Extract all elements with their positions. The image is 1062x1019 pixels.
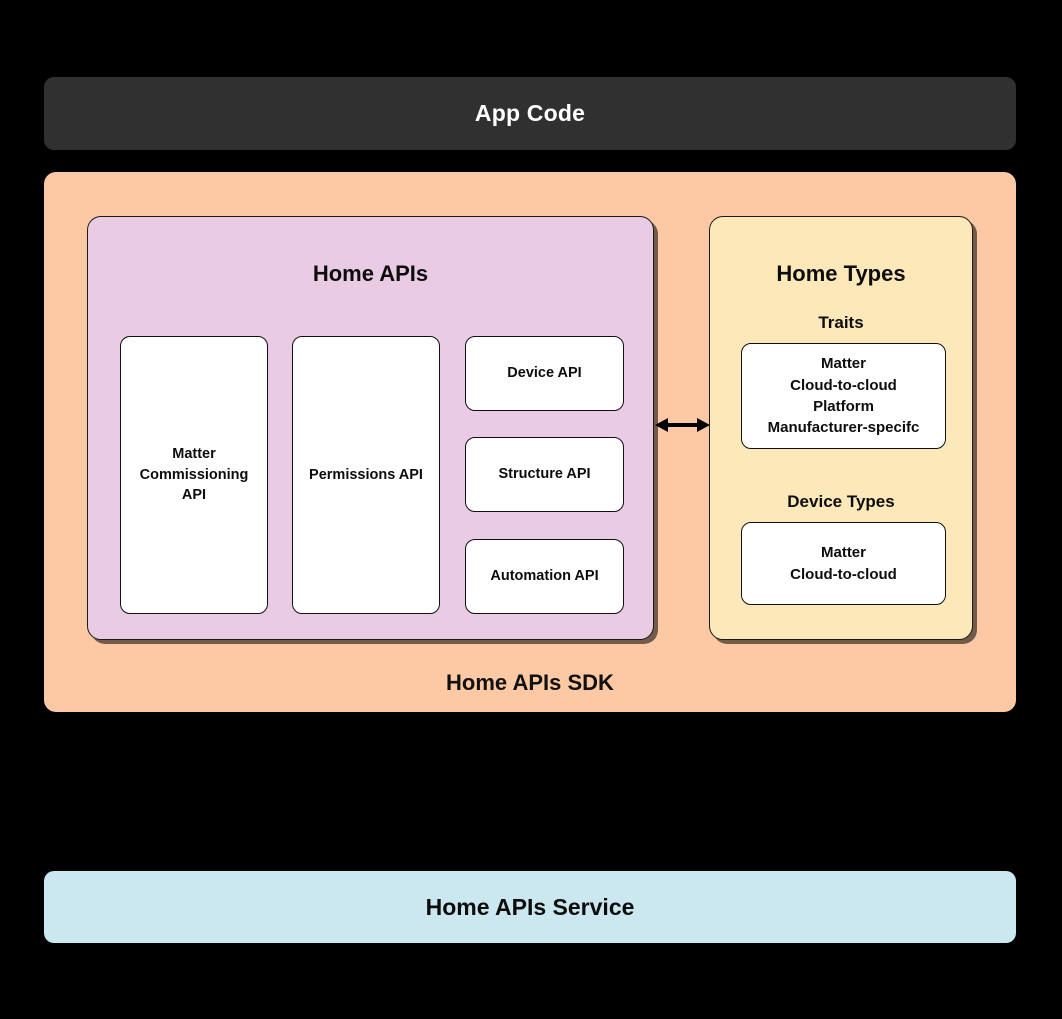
app-code-label: App Code (474, 100, 586, 126)
home-apis-panel-title: Home APIs (312, 261, 429, 286)
permissions-api-box: Permissions API (292, 336, 440, 614)
traits-line: Platform (813, 398, 874, 415)
home-apis-service-label: Home APIs Service (425, 893, 635, 920)
traits-heading: Traits (818, 313, 864, 332)
home-types-panel-title: Home Types (776, 261, 906, 286)
traits-line: Matter (820, 355, 866, 373)
device-types-line: Matter (820, 544, 866, 562)
home-types-panel: Home Types Traits Matter Cloud-to-cloud … (709, 216, 973, 640)
traits-box: Matter Cloud-to-cloud Platform Manufactu… (741, 343, 946, 449)
matter-commissioning-api-box: Matter Commissioning API (120, 336, 268, 614)
device-types-box: Matter Cloud-to-cloud (741, 522, 946, 605)
home-apis-sdk-label: Home APIs SDK (446, 670, 614, 695)
home-apis-service-block: Home APIs Service (44, 871, 1016, 943)
traits-line: Cloud-to-cloud (790, 376, 897, 394)
home-apis-panel: Home APIs Matter Commissioning API Permi… (87, 216, 654, 640)
device-types-heading: Device Types (787, 492, 895, 511)
device-types-line: Cloud-to-cloud (790, 565, 897, 583)
traits-line: Manufacturer-specifc (767, 419, 920, 437)
app-code-block: App Code (44, 77, 1016, 150)
structure-api-box: Structure API (465, 437, 624, 512)
automation-api-box: Automation API (465, 539, 624, 614)
device-api-box: Device API (465, 336, 624, 411)
home-apis-sdk-container: Home APIs Matter Commissioning API Permi… (44, 172, 1016, 712)
double-headed-arrow-icon (655, 414, 710, 436)
